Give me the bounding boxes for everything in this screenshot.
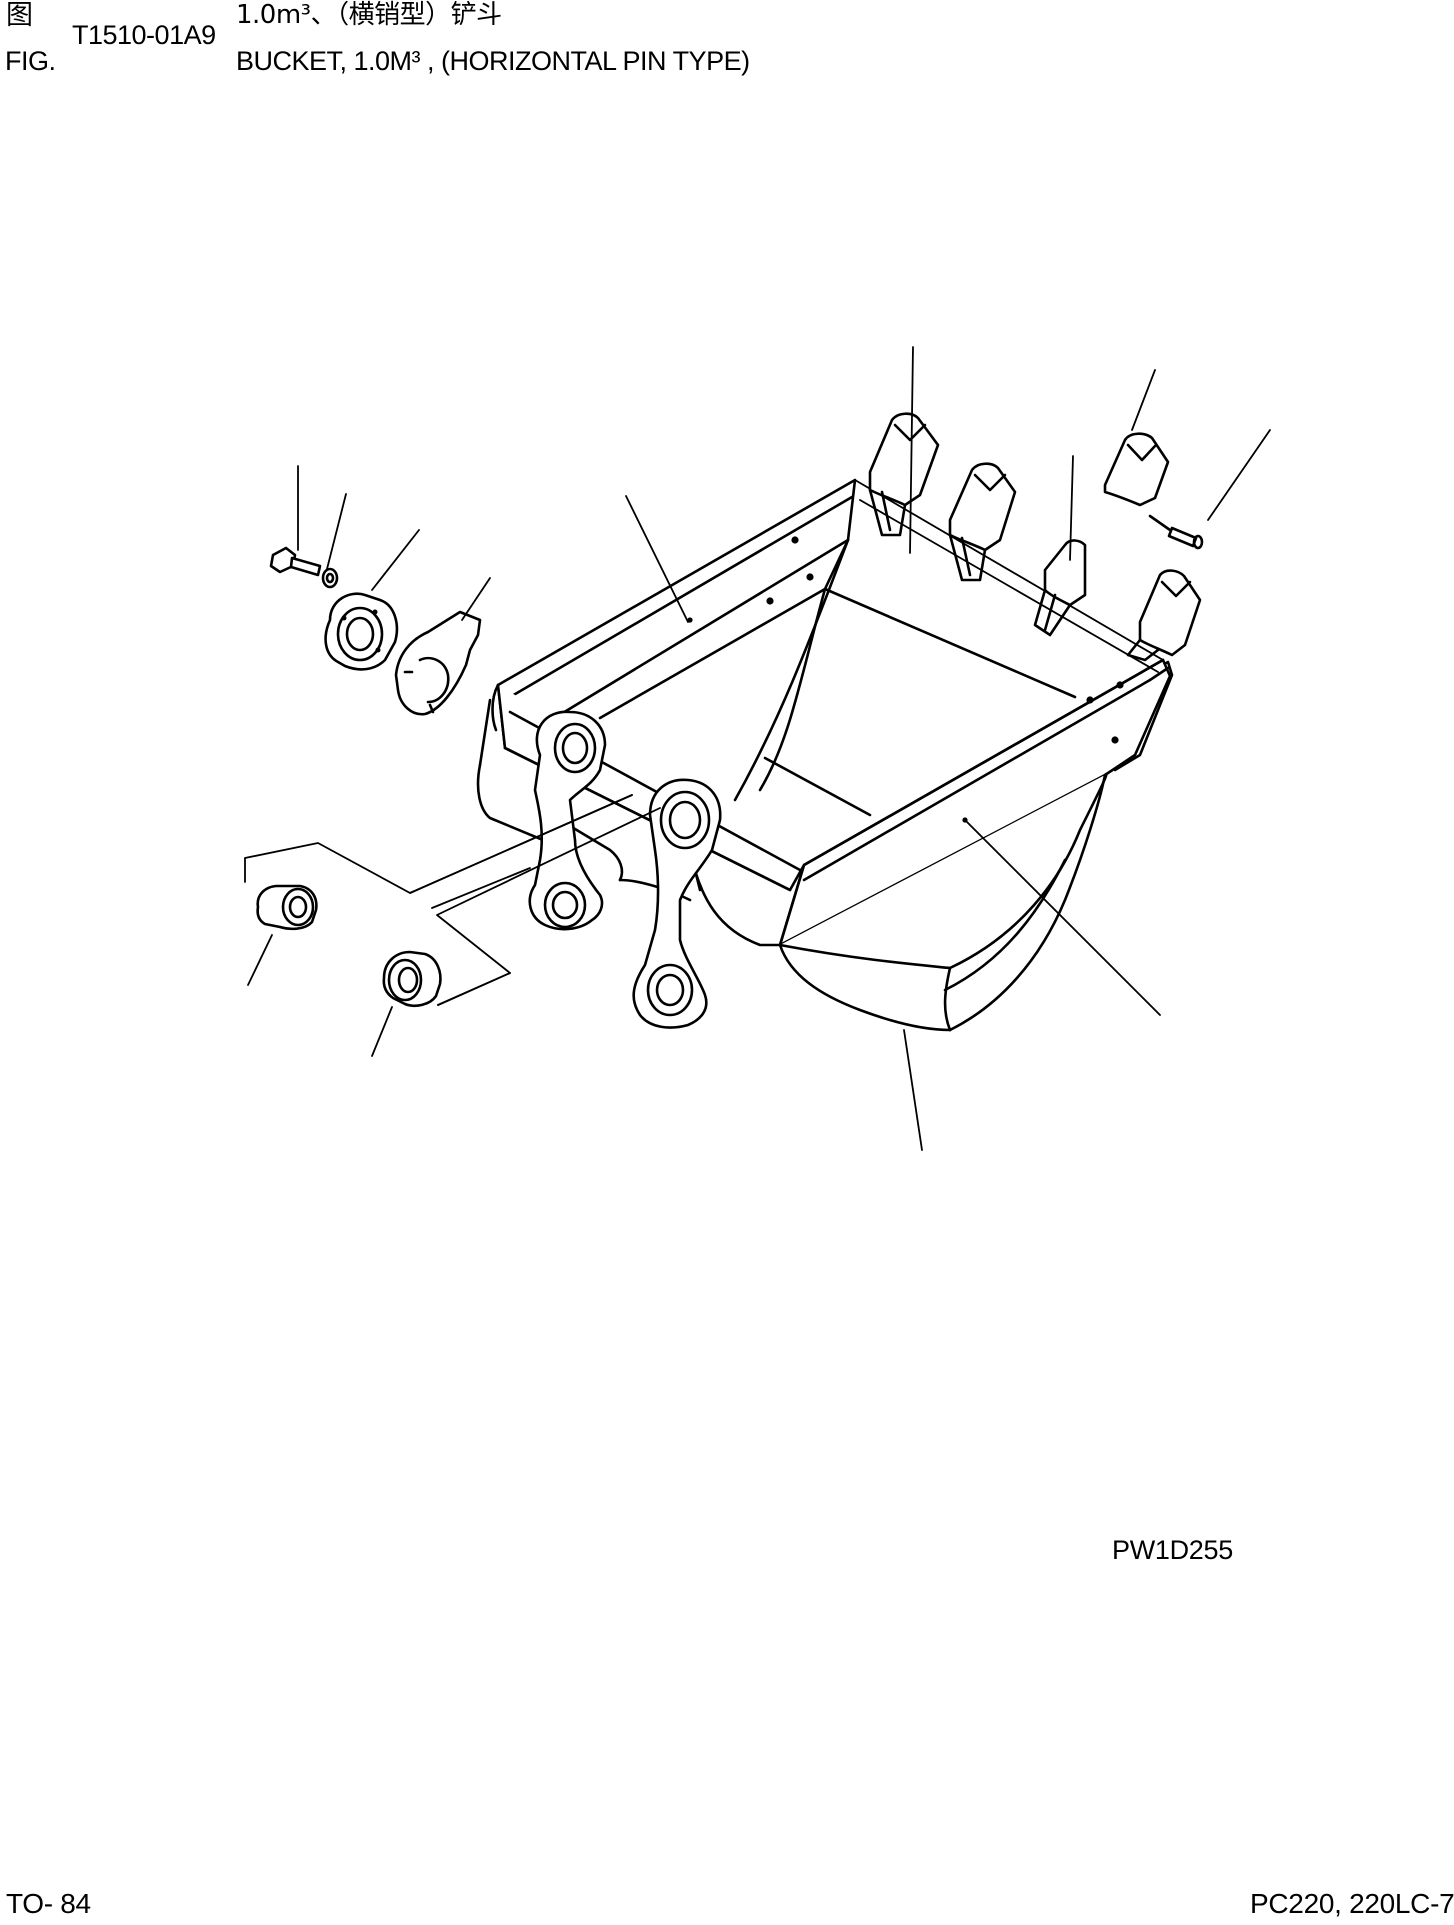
exploded-hardware-upper [269, 546, 482, 716]
bucket-body [476, 478, 1174, 1032]
exploded-hardware-lower [256, 884, 442, 1008]
title-cn: 1.0m³、（横销型）铲斗 [236, 0, 502, 30]
figure-label-en: FIG. [5, 46, 56, 76]
figure-label-cn: 图 [6, 0, 33, 31]
callout-leaders [247, 346, 1271, 1151]
bucket-teeth [854, 412, 1204, 673]
figure-number: T1510-01A9 [72, 20, 216, 50]
page-number: TO- 84 [6, 1888, 91, 1919]
title-en: BUCKET, 1.0M³ , (HORIZONTAL PIN TYPE) [236, 46, 750, 76]
assembly-lines [244, 794, 661, 1006]
illustration-code: PW1D255 [1112, 1535, 1233, 1565]
machine-model: PC220, 220LC-7 [1250, 1888, 1454, 1919]
